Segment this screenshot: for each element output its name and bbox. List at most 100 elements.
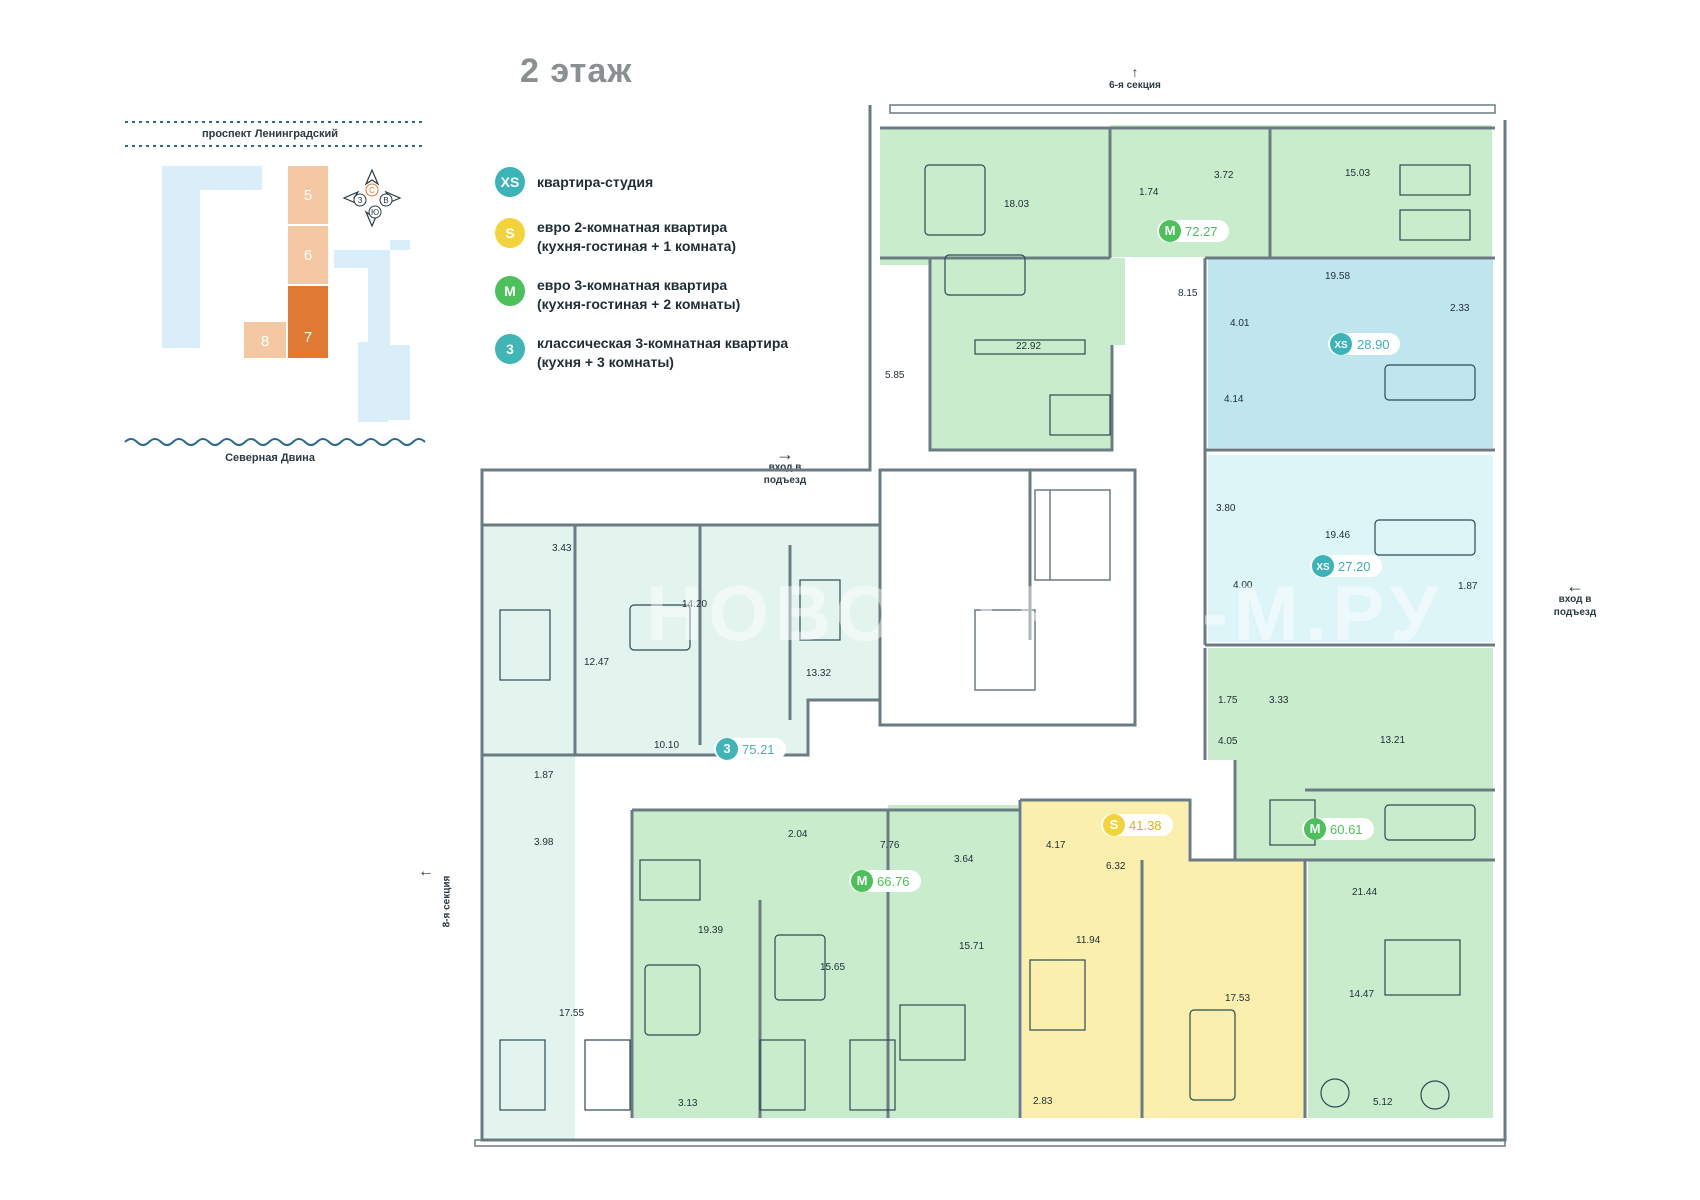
arrow-up-icon: ↑ [1131,64,1139,80]
room-area: 13.21 [1380,735,1405,746]
watermark: НОВОСТРОЙ-М.РУ [646,569,1444,657]
legend-badge-m: M [495,276,525,306]
svg-text:M: M [857,873,868,888]
entrance-left: → вход в подъезд [745,444,825,487]
apt-badge-m-7227: M 72.27 [1157,220,1229,242]
legend-item-3: 3 классическая 3-комнатная квартира(кухн… [495,334,788,372]
svg-text:41.38: 41.38 [1129,818,1162,833]
svg-text:27.20: 27.20 [1338,559,1371,574]
apt-badge-xs-2720: XS 27.20 [1310,555,1382,577]
apt-badge-3-7521: 3 75.21 [714,738,786,760]
apt-badge-xs-2890: XS 28.90 [1328,333,1400,355]
svg-text:75.21: 75.21 [742,742,775,757]
room-area: 3.33 [1269,695,1289,706]
apt-s-4138-area [1022,800,1305,1118]
entrance-right: ← вход в подъезд [1535,576,1615,619]
legend-item-s: S евро 2-комнатная квартира(кухня-гостин… [495,218,736,256]
svg-text:В: В [383,196,388,205]
room-area: 2.04 [788,829,808,840]
room-area: 5.12 [1373,1097,1393,1108]
room-area: 18.03 [1004,199,1029,210]
arrow-right-icon: → [776,444,794,464]
room-area: 4.17 [1046,840,1066,851]
room-area: 4.05 [1218,736,1238,747]
apt-3-7521-area [482,525,880,1140]
legend-badge-s: S [495,218,525,248]
svg-text:66.76: 66.76 [877,874,910,889]
balcony-bottom [474,1139,1506,1147]
room-area: 6.32 [1106,861,1126,872]
svg-text:M: M [1165,223,1176,238]
room-area: 4.14 [1224,394,1244,405]
room-area: 13.32 [806,668,831,679]
svg-text:S: S [1110,817,1119,832]
legend-badge-xs: XS [495,167,525,197]
walls [480,105,1507,1142]
room-area: 2.33 [1450,303,1470,314]
room-area: 3.43 [552,543,572,554]
arrow-left-icon: ← [418,863,434,880]
room-area: 4.01 [1230,318,1250,329]
arrow-left-icon: ← [1566,576,1584,596]
svg-text:XS: XS [1316,562,1330,573]
room-area: 1.75 [1218,695,1238,706]
floor-title: 2 этаж [520,52,633,90]
apt-badge-m-6676: M 66.76 [849,870,921,892]
room-area: 15.65 [820,962,845,973]
room-area: 14.47 [1349,989,1374,1000]
section-6-label: 6 [304,247,312,264]
section6-nav[interactable]: ↑ 6-я секция [1085,64,1185,92]
svg-text:Ю: Ю [371,208,379,217]
room-area: 3.72 [1214,170,1234,181]
section-8-label: 8 [261,333,269,350]
compass-icon: С В Ю З [342,168,402,228]
section-5 [288,166,328,224]
room-area: 7.76 [880,840,900,851]
legend-badge-3: 3 [495,334,525,364]
room-area: 8.15 [1178,288,1198,299]
svg-text:72.27: 72.27 [1185,224,1218,239]
room-labels: 18.03 1.74 3.72 15.03 5.85 22.92 8.15 4.… [534,168,1478,1109]
room-area: 3.13 [678,1098,698,1109]
river-wave [124,438,426,446]
street-label: проспект Ленинградский [201,128,339,140]
building-right-top [334,250,372,268]
room-area: 4.00 [1233,580,1253,591]
room-area: 3.64 [954,854,974,865]
room-area: 12.47 [584,657,609,668]
legend-item-m: M евро 3-комнатная квартира(кухня-гостин… [495,276,740,314]
room-area: 1.87 [534,770,554,781]
balcony-top [889,104,1496,114]
svg-text:60.61: 60.61 [1330,822,1363,837]
room-area: 22.92 [1016,341,1041,352]
legend-item-xs: XS квартира-студия [495,167,653,197]
site-plan: 5 6 7 8 С В Ю З [124,121,426,446]
room-area: 14.20 [682,599,707,610]
room-area: 2.83 [1033,1096,1053,1107]
stair-core [974,489,1111,691]
section-6 [288,226,328,284]
apt-xs-2720-area [1208,455,1493,642]
svg-text:XS: XS [1334,340,1348,351]
section-7 [288,286,328,358]
svg-text:З: З [358,196,363,205]
apartment-badges: M 72.27 XS 28.90 XS 27.20 3 75.21 M 66.7… [714,220,1400,892]
river-label: Северная Двина [225,452,315,464]
building-left-shape [162,166,262,348]
room-area: 11.94 [1076,935,1101,946]
room-area: 3.80 [1216,503,1236,514]
svg-text:3: 3 [723,741,730,756]
room-area: 21.44 [1352,887,1377,898]
svg-text:С: С [369,186,375,195]
room-area: 15.03 [1345,168,1370,179]
room-area: 10.10 [654,740,679,751]
room-area: 1.74 [1139,187,1159,198]
room-area: 1.87 [1458,581,1478,592]
section-8 [244,322,286,358]
room-area: 19.46 [1325,530,1350,541]
apt-badge-m-6061: M 60.61 [1302,818,1374,840]
section8-nav[interactable]: 8-я секция ← [418,863,453,928]
room-area: 15.71 [959,941,984,952]
section-5-label: 5 [304,187,312,204]
room-area: 17.53 [1225,993,1250,1004]
